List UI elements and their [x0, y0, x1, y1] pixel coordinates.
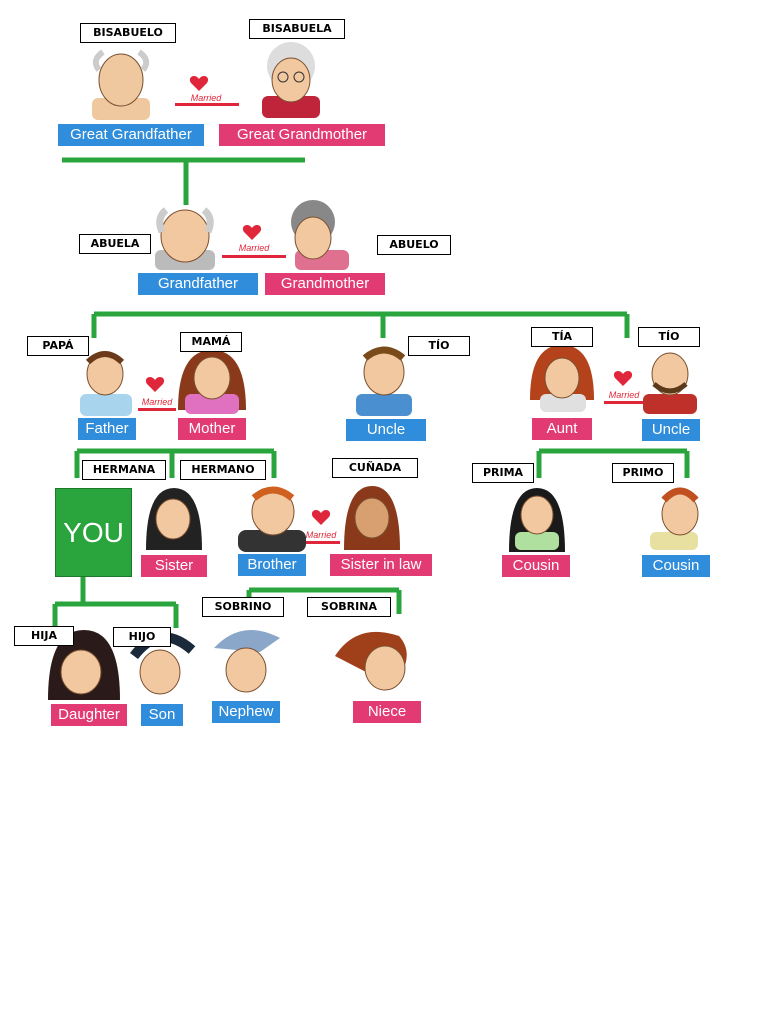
grandmother-figure: [291, 200, 349, 270]
uncle-figure-2: [643, 352, 697, 414]
label-sobrino: SOBRINO: [202, 597, 284, 617]
brother-figure: [238, 486, 306, 552]
daughter-figure: [48, 630, 120, 700]
label-cousin-1: Cousin: [502, 555, 570, 577]
label-grandfather: Grandfather: [138, 273, 258, 295]
grandfather-figure: [155, 207, 215, 270]
svg-text:Married: Married: [239, 243, 271, 253]
label-great-grandmother: Great Grandmother: [219, 124, 385, 146]
label-cunada: CUÑADA: [332, 458, 418, 478]
label-great-grandfather: Great Grandfather: [58, 124, 204, 146]
niece-figure: [335, 631, 407, 691]
label-hermana: HERMANA: [82, 460, 166, 480]
label-hijo: HIJO: [113, 627, 171, 647]
great-grandmother-figure: [262, 42, 320, 118]
label-bisabuelo: BISABUELO: [80, 23, 176, 43]
sister-figure: [146, 488, 202, 550]
label-tio-2: TÍO: [638, 327, 700, 347]
svg-text:Married: Married: [142, 397, 174, 407]
married-marker-brother: Married: [302, 510, 340, 544]
label-tia: TÍA: [531, 327, 593, 347]
label-sister-in-law: Sister in law: [330, 554, 432, 576]
you-box: YOU: [55, 488, 132, 577]
label-tio-1: TÍO: [408, 336, 470, 356]
connector-you-children: [52, 577, 179, 628]
label-daughter: Daughter: [51, 704, 127, 726]
label-mother: Mother: [178, 418, 246, 440]
label-hija: HIJA: [14, 626, 74, 646]
mother-figure: [178, 350, 246, 414]
label-hermano: HERMANO: [180, 460, 266, 480]
label-father: Father: [78, 418, 136, 440]
label-sobrina: SOBRINA: [307, 597, 391, 617]
label-bisabuela: BISABUELA: [249, 19, 345, 39]
married-marker-aunt-uncle: Married: [604, 371, 644, 404]
label-uncle-1: Uncle: [346, 419, 426, 441]
label-cousin-2: Cousin: [642, 555, 710, 577]
cousin-figure-1: [509, 488, 565, 552]
svg-text:Married: Married: [191, 93, 223, 103]
uncle-figure-1: [356, 346, 412, 416]
label-aunt: Aunt: [532, 418, 592, 440]
label-primo: PRIMO: [612, 463, 674, 483]
connector-grandparents-children: [91, 311, 630, 338]
label-son: Son: [141, 704, 183, 726]
label-grandmother: Grandmother: [265, 273, 385, 295]
aunt-figure: [530, 345, 594, 412]
label-nephew: Nephew: [212, 701, 280, 723]
label-abuelo: ABUELO: [377, 235, 451, 255]
label-brother: Brother: [238, 554, 306, 576]
father-figure: [80, 351, 132, 416]
nephew-figure: [214, 630, 280, 693]
label-papa: PAPÁ: [27, 336, 89, 356]
label-uncle-2: Uncle: [642, 419, 700, 441]
connector-aunt-uncle-cousins: [536, 448, 690, 478]
label-sister: Sister: [141, 555, 207, 577]
cousin-figure-2: [650, 487, 699, 550]
svg-text:Married: Married: [306, 530, 338, 540]
label-niece: Niece: [353, 701, 421, 723]
connector-parents-children: [74, 448, 277, 478]
married-marker-grandparents: Married: [222, 225, 286, 258]
married-marker-great-grandparents: Married: [175, 76, 239, 106]
sister-in-law-figure: [344, 486, 400, 550]
great-grandfather-figure: [92, 49, 150, 120]
label-prima: PRIMA: [472, 463, 534, 483]
label-mama: MAMÁ: [180, 332, 242, 352]
connector-great-grandparents: [62, 157, 305, 205]
svg-text:Married: Married: [609, 390, 641, 400]
label-abuela: ABUELA: [79, 234, 151, 254]
married-marker-parents: Married: [138, 377, 176, 411]
